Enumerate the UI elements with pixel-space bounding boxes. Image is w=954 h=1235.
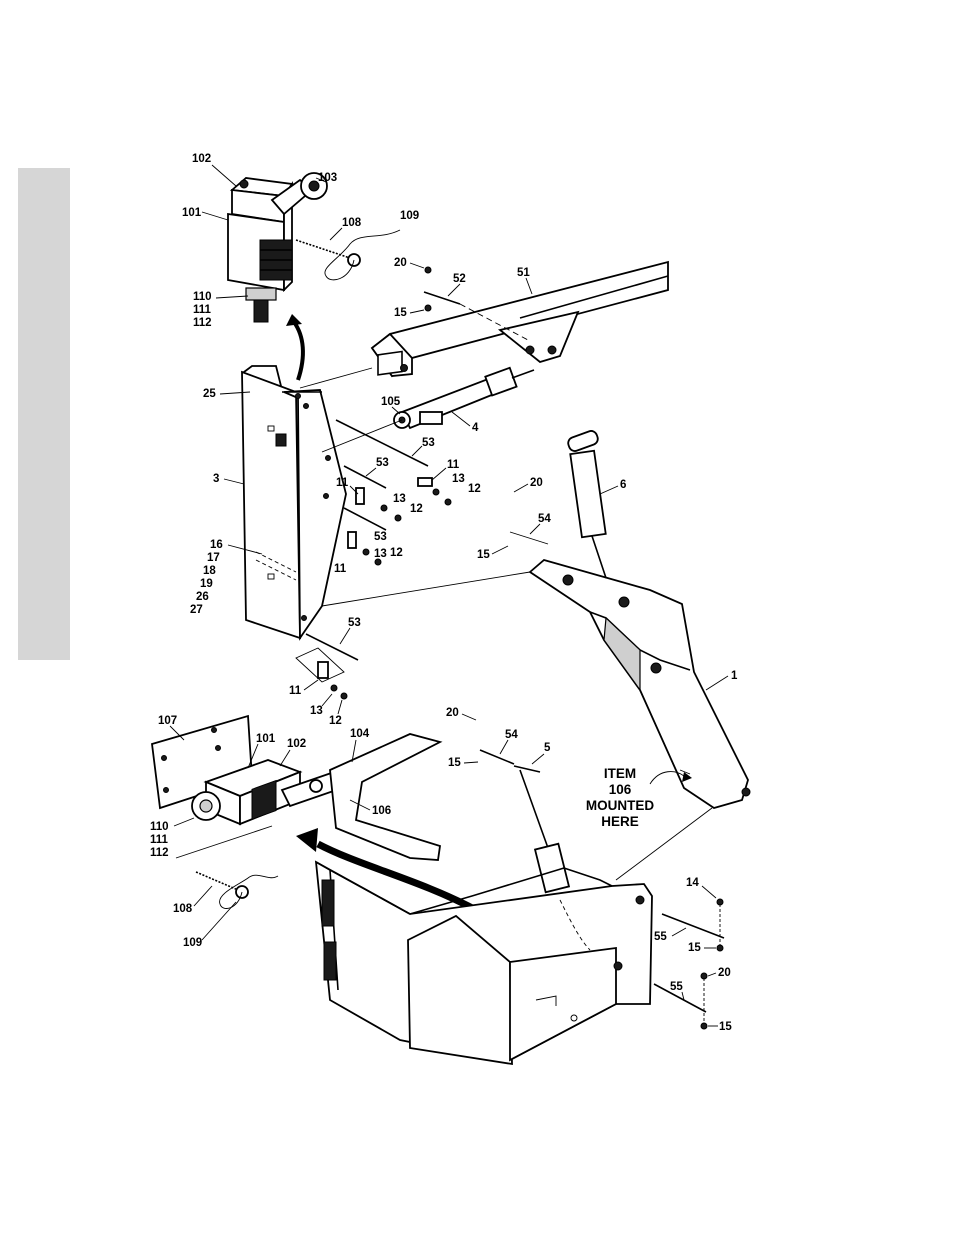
label-111-lower: 111 — [150, 834, 169, 846]
label-103: 103 — [318, 172, 337, 184]
label-109-lower: 109 — [183, 937, 202, 949]
note-line-2: 106 — [609, 782, 632, 797]
label-16: 16 — [210, 539, 223, 551]
label-108-lower: 108 — [173, 903, 193, 915]
label-5: 5 — [544, 742, 551, 754]
note-item-106-mounted-here: ITEM 106 MOUNTED HERE — [586, 766, 692, 829]
bracket-106 — [330, 734, 440, 860]
label-11-c: 11 — [334, 563, 347, 575]
label-112: 112 — [193, 317, 212, 329]
label-6: 6 — [620, 479, 626, 491]
label-11-d: 11 — [289, 685, 302, 697]
label-4: 4 — [472, 422, 479, 434]
label-3: 3 — [213, 473, 219, 485]
label-1: 1 — [731, 670, 738, 682]
cylinder-4 — [394, 368, 534, 428]
label-15-mid: 15 — [477, 549, 490, 561]
label-52: 52 — [453, 273, 466, 285]
label-55-b: 55 — [670, 981, 683, 993]
label-11-a: 11 — [447, 459, 460, 471]
label-20-right: 20 — [718, 967, 731, 979]
label-111: 111 — [193, 304, 212, 316]
label-53-b: 53 — [376, 457, 389, 469]
label-27: 27 — [190, 604, 203, 616]
label-101: 101 — [182, 207, 202, 219]
base-frame — [316, 862, 652, 1064]
note-line-1: ITEM — [604, 766, 636, 781]
label-17: 17 — [207, 552, 220, 564]
label-15-top: 15 — [394, 307, 407, 319]
label-104: 104 — [350, 728, 370, 740]
note-line-4: HERE — [601, 814, 639, 829]
label-11-b: 11 — [336, 477, 349, 489]
label-53-a: 53 — [422, 437, 435, 449]
label-20-low: 20 — [446, 707, 459, 719]
cylinder-6 — [567, 429, 606, 578]
label-20-mid: 20 — [530, 477, 543, 489]
label-51: 51 — [517, 267, 530, 279]
label-13-a: 13 — [452, 473, 465, 485]
label-12-a: 12 — [468, 483, 481, 495]
label-12-c: 12 — [390, 547, 403, 559]
arm-1 — [530, 560, 750, 808]
label-18: 18 — [203, 565, 216, 577]
boom-51 — [372, 262, 668, 376]
label-109: 109 — [400, 210, 419, 222]
label-107: 107 — [158, 715, 177, 727]
label-13-d: 13 — [310, 705, 323, 717]
label-15-right-b: 15 — [719, 1021, 732, 1033]
label-112-lower: 112 — [150, 847, 169, 859]
label-102: 102 — [192, 153, 211, 165]
label-102-lower: 102 — [287, 738, 306, 750]
label-20-top: 20 — [394, 257, 407, 269]
label-26: 26 — [196, 591, 209, 603]
label-101-lower: 101 — [256, 733, 276, 745]
label-15-low: 15 — [448, 757, 461, 769]
label-14: 14 — [686, 877, 699, 889]
label-13-b: 13 — [393, 493, 406, 505]
label-53-d: 53 — [348, 617, 361, 629]
label-108: 108 — [342, 217, 362, 229]
label-12-b: 12 — [410, 503, 423, 515]
label-110-lower: 110 — [150, 821, 169, 833]
label-55-a: 55 — [654, 931, 667, 943]
label-15-right-a: 15 — [688, 942, 701, 954]
label-106: 106 — [372, 805, 391, 817]
label-54-a: 54 — [538, 513, 551, 525]
label-25: 25 — [203, 388, 216, 400]
label-110: 110 — [193, 291, 212, 303]
limit-switch-top — [228, 173, 327, 322]
label-105: 105 — [381, 396, 401, 408]
label-54-b: 54 — [505, 729, 518, 741]
label-53-c: 53 — [374, 531, 387, 543]
note-line-3: MOUNTED — [586, 798, 654, 813]
label-12-d: 12 — [329, 715, 342, 727]
label-19: 19 — [200, 578, 213, 590]
mast-3 — [242, 366, 346, 638]
label-13-c-visible: 13 — [374, 548, 387, 560]
